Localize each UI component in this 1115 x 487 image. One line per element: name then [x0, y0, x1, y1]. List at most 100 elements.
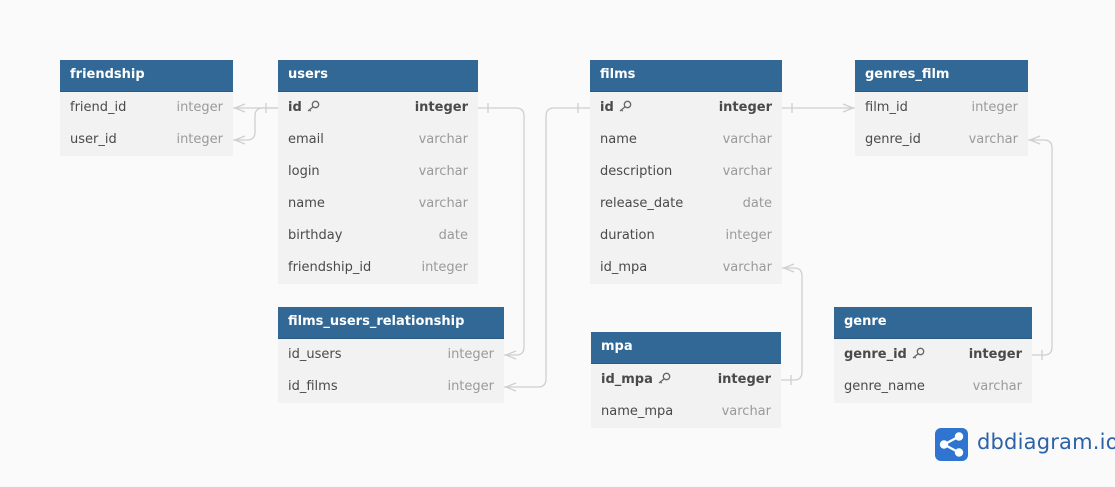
field-name: friendship_id [288, 252, 371, 284]
field-type: varchar [418, 196, 468, 211]
table-field-row[interactable]: id integer [590, 92, 782, 124]
many-marker[interactable] [783, 263, 795, 273]
table-header[interactable]: genres_film [855, 60, 1028, 92]
key-icon [658, 372, 671, 384]
field-name: login [288, 156, 320, 188]
field-type: varchar [418, 164, 468, 179]
field-name-text: id [600, 100, 614, 115]
field-name: id [288, 92, 320, 124]
relationship-line[interactable] [1028, 139, 1053, 356]
field-name: description [600, 156, 672, 188]
field-name-text: friendship_id [288, 260, 372, 275]
field-type: varchar [418, 132, 468, 147]
field-name: email [288, 124, 324, 156]
relationship-line[interactable] [478, 107, 525, 356]
field-name-text: user_id [70, 132, 117, 147]
field-type: integer [717, 372, 771, 387]
field-name-text: name [600, 132, 637, 147]
field-name-text: name_mpa [601, 404, 674, 419]
field-type: integer [176, 132, 223, 147]
field-name: genre_name [844, 371, 925, 403]
field-type: integer [447, 347, 494, 362]
field-name: id_films [288, 371, 338, 403]
table-field-row[interactable]: id_mpa integer [591, 364, 781, 396]
table-field-row[interactable]: name_mpa varchar [591, 396, 781, 428]
table-field-row[interactable]: genre_name varchar [834, 371, 1032, 403]
table-field-row[interactable]: email varchar [278, 124, 478, 156]
field-type: varchar [721, 404, 771, 419]
field-name: genre_id [865, 124, 921, 156]
field-name: duration [600, 220, 655, 252]
relationship-line[interactable] [233, 107, 278, 141]
table-field-row[interactable]: description varchar [590, 156, 782, 188]
field-type: varchar [972, 379, 1022, 394]
relationship-line[interactable] [781, 267, 803, 381]
table-mpa[interactable]: mpa id_mpa integer name_mpa varchar [591, 332, 781, 428]
field-type: integer [421, 260, 468, 275]
relationship-line[interactable] [504, 107, 590, 388]
table-header[interactable]: genre [834, 307, 1032, 339]
field-type: varchar [722, 260, 772, 275]
field-name: friend_id [70, 92, 126, 124]
field-name-text: genre_id [865, 132, 921, 147]
field-name-text: genre_name [844, 379, 925, 394]
field-name: name_mpa [601, 396, 673, 428]
key-icon [619, 100, 632, 112]
table-field-row[interactable]: login varchar [278, 156, 478, 188]
many-marker[interactable] [505, 382, 517, 392]
field-type: integer [718, 100, 772, 115]
table-header[interactable]: mpa [591, 332, 781, 364]
table-field-row[interactable]: user_id integer [60, 124, 233, 156]
field-name-text: login [288, 164, 320, 179]
field-name: id_mpa [600, 252, 647, 284]
many-marker[interactable] [1029, 135, 1041, 145]
table-header[interactable]: friendship [60, 60, 233, 92]
field-type: date [438, 228, 468, 243]
field-name: user_id [70, 124, 117, 156]
table-header[interactable]: films [590, 60, 782, 92]
table-field-row[interactable]: id_films integer [278, 371, 504, 403]
field-type: integer [414, 100, 468, 115]
table-header[interactable]: users [278, 60, 478, 92]
field-name: id [600, 92, 632, 124]
many-marker[interactable] [234, 135, 246, 145]
many-marker[interactable] [505, 350, 517, 360]
many-marker[interactable] [234, 103, 246, 113]
field-name-text: id [288, 100, 302, 115]
field-name-text: id_mpa [601, 372, 653, 387]
field-name-text: film_id [865, 100, 908, 115]
field-name: id_mpa [601, 364, 671, 396]
field-name-text: email [288, 132, 324, 147]
table-field-row[interactable]: id integer [278, 92, 478, 124]
many-marker[interactable] [842, 103, 854, 113]
field-name-text: genre_id [844, 347, 907, 362]
table-field-row[interactable]: name varchar [278, 188, 478, 220]
table-field-row[interactable]: id_mpa varchar [590, 252, 782, 284]
field-name-text: release_date [600, 196, 684, 211]
field-name-text: description [600, 164, 673, 179]
table-field-row[interactable]: friendship_id integer [278, 252, 478, 284]
field-type: varchar [722, 164, 772, 179]
field-name-text: name [288, 196, 325, 211]
table-header[interactable]: films_users_relationship [278, 307, 504, 339]
field-type: integer [447, 379, 494, 394]
dbdiagram-logo-icon [935, 428, 968, 461]
field-name-text: id_films [288, 379, 338, 394]
